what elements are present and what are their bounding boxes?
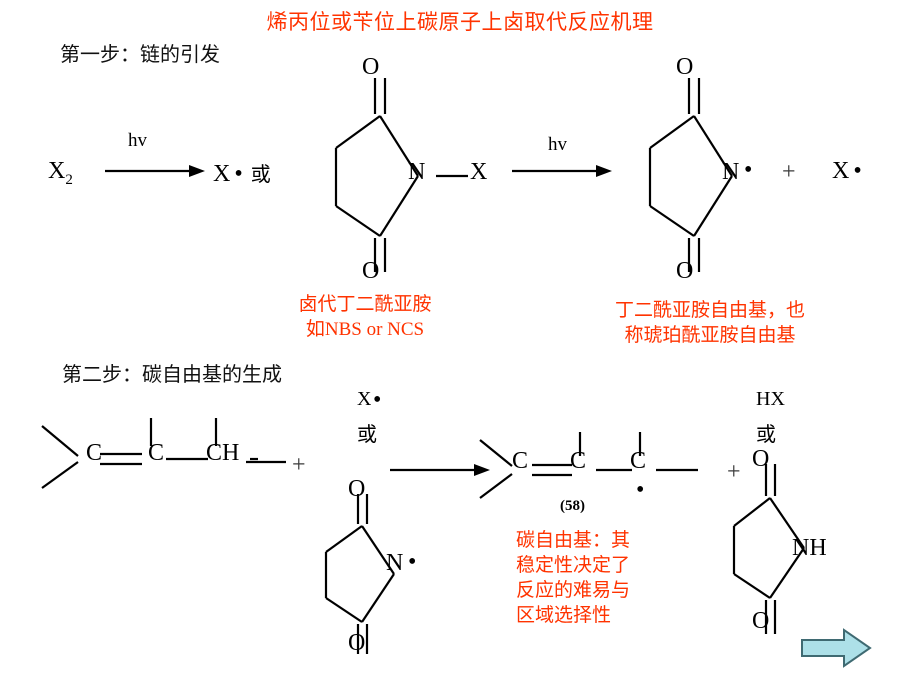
- page-title: 烯丙位或苄位上碳原子上卤取代反应机理: [266, 10, 654, 34]
- succinimidyl-caption-line2: 称琥珀酰亚胺自由基: [624, 325, 796, 346]
- carbon-radical-note-line2: 稳定性决定了: [516, 555, 631, 576]
- nbs-oxygen-bottom: O: [362, 258, 380, 284]
- step1-plus-sign: +: [782, 159, 796, 185]
- step2-plus-sign: +: [292, 452, 306, 478]
- reactant-x2: X2: [48, 158, 73, 189]
- step1-x-radical-dot-icon: •: [853, 158, 862, 184]
- succinimidyl2-radical-dot-icon: •: [408, 549, 417, 575]
- reaction-arrow-2: [512, 163, 612, 179]
- structure-succinimidyl-radical: [632, 56, 832, 296]
- hx-label: HX: [756, 388, 785, 410]
- arrow2-label-hv: hv: [548, 134, 567, 155]
- alkene-terminal-bond: [246, 459, 286, 465]
- alkene-carbon-h: CH: [206, 440, 240, 466]
- nbs-caption: 卤代丁二酰亚胺 如NBS or NCS: [245, 292, 485, 342]
- product-carbon-3: C: [630, 448, 647, 474]
- succinimidyl2-oxygen-top: O: [348, 476, 366, 502]
- step2-heading: 第二步：碳自由基的生成: [62, 364, 282, 386]
- succinimide-oxygen-top: O: [752, 446, 770, 472]
- product-carbon-1: C: [512, 448, 529, 474]
- reactant-x2-symbol: X: [48, 158, 66, 184]
- succinimidyl-caption-line1: 丁二酰亚胺自由基，也: [614, 300, 805, 321]
- x-radical-group: X• 或: [213, 158, 271, 188]
- product-radical-dot-icon: •: [636, 477, 645, 503]
- nbs-caption-line1: 卤代丁二酰亚胺: [298, 294, 432, 315]
- structure-n-halosuccinimide: [318, 56, 518, 296]
- clipped-x-radical-symbol: X: [357, 388, 371, 410]
- succinimidyl-oxygen-top: O: [676, 54, 694, 80]
- carbon-radical-note-line1: 碳自由基：其: [516, 530, 631, 551]
- x-radical-symbol: X: [213, 161, 231, 187]
- reaction-arrow-3: [390, 462, 490, 478]
- alkene-carbon-1: C: [86, 440, 103, 466]
- succinimide-oxygen-bottom: O: [752, 608, 770, 634]
- alkene-carbon-2: C: [148, 440, 165, 466]
- nbs-halogen: X: [470, 159, 488, 185]
- succinimidyl2-oxygen-bottom: O: [348, 630, 366, 656]
- clipped-x-radical-dot-icon: •: [373, 387, 382, 413]
- arrow1-label-hv: hv: [128, 130, 147, 151]
- carbon-radical-note-line3: 反应的难易与: [516, 580, 631, 601]
- succinimidyl2-nitrogen: N: [386, 550, 404, 576]
- step1-heading: 第一步：链的引发: [60, 44, 220, 66]
- compound-number-58: (58): [560, 498, 585, 514]
- step2-right-plus-sign: +: [727, 459, 741, 485]
- structure-succinimide-nh: [718, 448, 888, 648]
- succinimidyl-nitrogen: N: [722, 159, 740, 185]
- nbs-caption-line2: 如NBS or NCS: [305, 319, 425, 340]
- succinimidyl-caption: 丁二酰亚胺自由基，也 称琥珀酰亚胺自由基: [560, 298, 860, 348]
- reactant-x2-subscript: 2: [65, 171, 73, 188]
- or-text-1: 或: [250, 164, 271, 186]
- radical-dot-icon: •: [234, 161, 243, 187]
- succinimidyl-radical-dot-icon: •: [744, 157, 753, 183]
- structure-alkene-reactant: [38, 418, 258, 498]
- reaction-arrow-1: [105, 163, 205, 179]
- step1-x-radical-symbol: X: [832, 158, 850, 184]
- structure-succinimidyl-radical-2: [312, 478, 482, 668]
- next-arrow-icon[interactable]: [800, 628, 872, 668]
- carbon-radical-note: 碳自由基：其 稳定性决定了 反应的难易与 区域选择性: [516, 528, 630, 628]
- nbs-oxygen-top: O: [362, 54, 380, 80]
- nbs-nitrogen: N: [408, 159, 426, 185]
- step1-x-radical: X•: [832, 158, 862, 185]
- succinimidyl-oxygen-bottom: O: [676, 258, 694, 284]
- product-carbon-2: C: [570, 448, 587, 474]
- structure-allyl-radical-product: [476, 432, 698, 512]
- succinimide-nh: NH: [792, 535, 827, 561]
- carbon-radical-note-line4: 区域选择性: [516, 605, 612, 626]
- or-text-3: 或: [756, 424, 776, 446]
- or-text-2: 或: [357, 424, 377, 446]
